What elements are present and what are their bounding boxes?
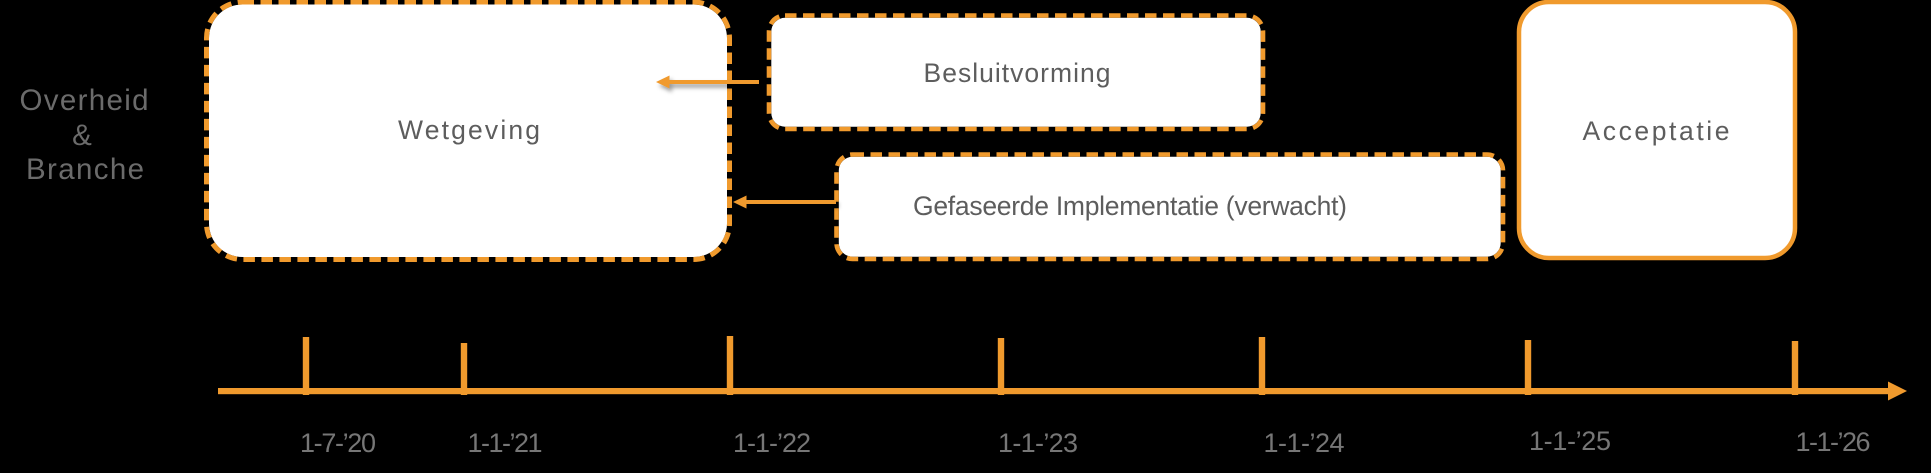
svg-text:1-1-’21: 1-1-’21: [468, 428, 543, 458]
svg-text:Overheid: Overheid: [20, 84, 149, 117]
svg-text:Branche: Branche: [26, 153, 144, 186]
svg-text:1-1-’22: 1-1-’22: [733, 428, 811, 458]
svg-text:Besluitvorming: Besluitvorming: [924, 58, 1111, 88]
svg-text:Gefaseerde Implementatie (verw: Gefaseerde Implementatie (verwacht): [913, 191, 1347, 221]
svg-text:Acceptatie: Acceptatie: [1583, 116, 1730, 146]
svg-text:1-1-’25: 1-1-’25: [1529, 426, 1611, 456]
svg-text:1-7-’20: 1-7-’20: [300, 428, 376, 458]
svg-text:Wetgeving: Wetgeving: [398, 115, 540, 145]
svg-text:1-1-’24: 1-1-’24: [1264, 428, 1345, 458]
svg-text:1-1-’23: 1-1-’23: [998, 428, 1078, 458]
svg-text:&: &: [72, 119, 92, 152]
svg-text:1-1-’26: 1-1-’26: [1796, 427, 1871, 457]
